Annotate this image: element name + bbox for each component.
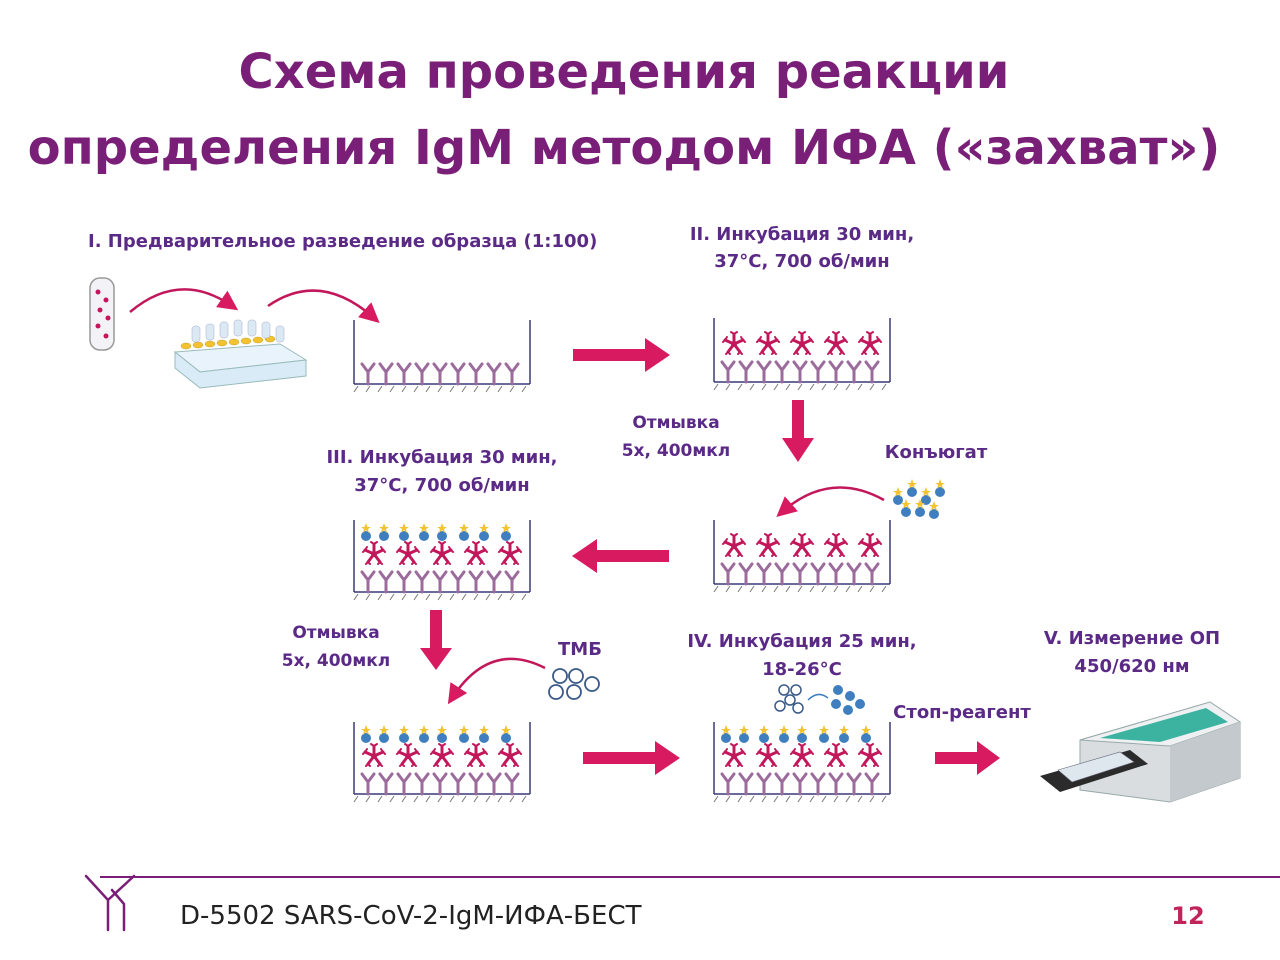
page-number: 12 — [1171, 902, 1204, 930]
arrow-down — [782, 400, 814, 462]
arrow-right — [583, 741, 680, 775]
conjugate-label: Конъюгат — [885, 442, 988, 463]
curved-arrow — [267, 289, 380, 323]
step5-label-line2: 450/620 нм — [1074, 656, 1189, 677]
footer-product-code: D-5502 SARS-CoV-2-IgM-ИФА-БЕСТ — [180, 901, 642, 931]
stop-reagent-label: Стоп-реагент — [893, 702, 1031, 723]
colored-product-icon — [831, 685, 865, 715]
step2-label-line2: 37°C, 700 об/мин — [714, 251, 889, 272]
arrow-right — [935, 741, 1000, 775]
step3-label-line2: 37°C, 700 об/мин — [354, 475, 529, 496]
antibody-logo-icon — [84, 874, 136, 932]
wash2-label-line2: 5х, 400мкл — [282, 651, 391, 671]
small-arrow — [807, 693, 829, 701]
tmb-substrate-icon — [548, 668, 600, 700]
well-antibodies — [353, 320, 531, 393]
step5-label-line1: V. Измерение ОП — [1044, 628, 1220, 649]
dilution-plate-icon — [173, 319, 308, 389]
wash1-label-line2: 5х, 400мкл — [622, 441, 731, 461]
arrow-right — [573, 338, 670, 372]
step1-label: I. Предварительное разведение образца (1… — [88, 231, 597, 252]
plate-reader-icon — [1040, 701, 1242, 803]
well-complex-washed — [353, 722, 531, 803]
step4-label-line2: 18-26°C — [762, 659, 842, 680]
curved-arrow — [129, 288, 239, 313]
test-tube-icon — [89, 277, 115, 351]
wash2-label-line1: Отмывка — [292, 623, 379, 643]
well-complex-substrate — [713, 722, 891, 803]
curved-arrow — [776, 486, 885, 517]
wash1-label-line1: Отмывка — [632, 413, 719, 433]
slide-title-line1: Схема проведения реакции — [239, 44, 1010, 100]
well-antibodies-igm — [713, 318, 891, 391]
slide-title-line2: определения IgM методом ИФА («захват») — [28, 120, 1221, 176]
well-with-conjugate — [353, 520, 531, 601]
arrow-left — [572, 539, 669, 573]
tmb-label: ТМБ — [558, 639, 602, 660]
curved-arrow — [447, 657, 546, 705]
arrow-down — [420, 610, 452, 670]
step4-label-line1: IV. Инкубация 25 мин, — [687, 631, 916, 652]
well-antibodies-igm-washed — [713, 520, 891, 593]
step3-label-line1: III. Инкубация 30 мин, — [326, 447, 557, 468]
conjugate-cluster-icon — [893, 479, 945, 519]
tmb-small-icon — [774, 684, 804, 714]
step2-label-line1: II. Инкубация 30 мин, — [690, 224, 914, 245]
